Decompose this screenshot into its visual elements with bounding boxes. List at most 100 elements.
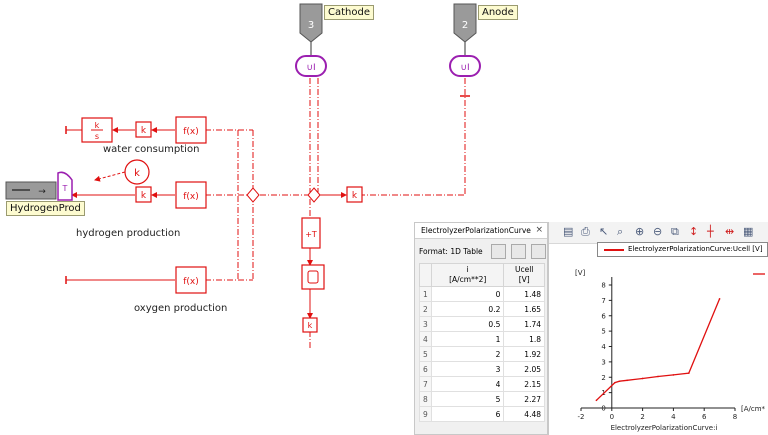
oxygen-production-label: oxygen production: [134, 303, 228, 314]
chart-view-icon[interactable]: [491, 244, 506, 259]
oxygen-function-block[interactable]: f(x): [175, 266, 207, 294]
column-header-ucell[interactable]: Ucell[V]: [503, 263, 545, 287]
copy-icon[interactable]: ⧉: [671, 225, 679, 238]
zoom-icon[interactable]: ⌕: [617, 225, 624, 238]
row-number: 4: [419, 331, 432, 347]
marker-icon[interactable]: ↕: [689, 225, 699, 238]
hydrogen-gain-block[interactable]: k: [135, 186, 152, 203]
cell-i[interactable]: 6: [430, 406, 505, 422]
column-header-i-name: i: [466, 265, 469, 274]
water-integrator-block[interactable]: k s: [81, 117, 113, 143]
water-gain-block[interactable]: k: [135, 121, 152, 138]
hydrogen-source-block[interactable]: T: [57, 171, 73, 201]
cell-ucell[interactable]: 1.92: [503, 346, 545, 362]
select-icon[interactable]: ↖: [599, 225, 609, 238]
plot-panel: ▤ ⎙ ↖ ⌕ ⊕ ⊖ ⧉ ↕ ┼ ⇹ ▦ ElectrolyzerPolarizationCurv…: [548, 222, 768, 435]
settings-icon[interactable]: [531, 244, 546, 259]
cell-i[interactable]: 3: [430, 361, 505, 377]
x-tick-label: 0: [610, 413, 614, 421]
row-number: 2: [419, 301, 432, 317]
table-view-icon[interactable]: [511, 244, 526, 259]
cell-ucell[interactable]: 1.65: [503, 301, 545, 317]
cell-ucell[interactable]: 2.05: [503, 361, 545, 377]
series-point: [618, 380, 621, 383]
cursor-icon[interactable]: ┼: [707, 225, 714, 238]
cathode-sensor[interactable]: ∪I: [295, 55, 327, 77]
series-point: [718, 298, 721, 300]
cell-i[interactable]: 0.5: [430, 316, 505, 332]
y-tick-label: 3: [601, 358, 605, 366]
series-line: [595, 298, 721, 401]
y-tick-label: 8: [601, 282, 605, 290]
row-number: 7: [419, 376, 432, 392]
hydrogen-sensor-circle[interactable]: k: [124, 159, 150, 185]
water-function-block[interactable]: f(x): [175, 116, 207, 144]
hydrogen-port-label: HydrogenProd: [6, 201, 85, 216]
print-icon[interactable]: ⎙: [581, 225, 590, 238]
cell-i[interactable]: 5: [430, 391, 505, 407]
cathode-port[interactable]: 3: [299, 3, 323, 43]
cell-ucell[interactable]: 1.48: [503, 286, 545, 302]
y-tick-label: 0: [601, 405, 605, 413]
limiter-block[interactable]: [301, 264, 325, 290]
cell-i[interactable]: 0: [430, 286, 505, 302]
x-tick-label: 4: [671, 413, 676, 421]
close-icon[interactable]: ×: [535, 225, 543, 235]
anode-port[interactable]: 2: [453, 3, 477, 43]
series-point: [626, 379, 628, 382]
zoom-in-icon[interactable]: ⊕: [635, 225, 645, 238]
sum-block[interactable]: +T: [301, 217, 321, 249]
svg-text:k: k: [352, 191, 358, 201]
column-header-i[interactable]: i[A/cm**2]: [430, 263, 505, 287]
zoom-out-icon[interactable]: ⊖: [653, 225, 663, 238]
format-row: Format: 1D Table: [419, 244, 547, 260]
anode-port-number: 2: [462, 20, 468, 31]
hydrogen-port[interactable]: →: [5, 181, 57, 200]
cell-ucell[interactable]: 4.48: [503, 406, 545, 422]
cell-i[interactable]: 4: [430, 376, 505, 392]
x-tick-label: 6: [702, 413, 707, 421]
row-number-header: [419, 263, 432, 287]
table-tab[interactable]: ElectrolyzerPolarizationCurve ×: [415, 223, 547, 239]
cell-ucell[interactable]: 1.8: [503, 331, 545, 347]
x-axis-label: ElectrolyzerPolarizationCurve:i: [611, 424, 718, 432]
cell-ucell[interactable]: 1.74: [503, 316, 545, 332]
double-cursor-icon[interactable]: ⇹: [725, 225, 735, 238]
cell-ucell[interactable]: 2.15: [503, 376, 545, 392]
y-tick-label: 5: [601, 328, 605, 336]
anode-sensor[interactable]: ∪I: [449, 55, 481, 77]
cathode-port-label: Cathode: [324, 5, 374, 20]
svg-text:T: T: [62, 184, 68, 193]
cell-i[interactable]: 2: [430, 346, 505, 362]
y-tick-label: 6: [601, 312, 606, 320]
cell-i[interactable]: 1: [430, 331, 505, 347]
x-tick-label: -2: [578, 413, 585, 421]
row-number: 8: [419, 391, 432, 407]
anode-gain-block[interactable]: k: [346, 186, 363, 203]
format-label: Format: 1D Table: [419, 247, 483, 256]
svg-text:+T: +T: [305, 230, 317, 239]
series-point: [672, 374, 675, 376]
cell-ucell[interactable]: 2.27: [503, 391, 545, 407]
save-icon[interactable]: ▤: [563, 225, 574, 238]
row-number: 1: [419, 286, 432, 302]
series-point: [657, 375, 659, 378]
output-gain-block[interactable]: k: [302, 317, 318, 333]
hydrogen-function-block[interactable]: f(x): [175, 181, 207, 209]
cell-i[interactable]: 0.2: [430, 301, 505, 317]
series-point: [614, 381, 616, 384]
table-icon[interactable]: ▦: [743, 225, 754, 238]
y-tick-label: 7: [601, 297, 605, 305]
